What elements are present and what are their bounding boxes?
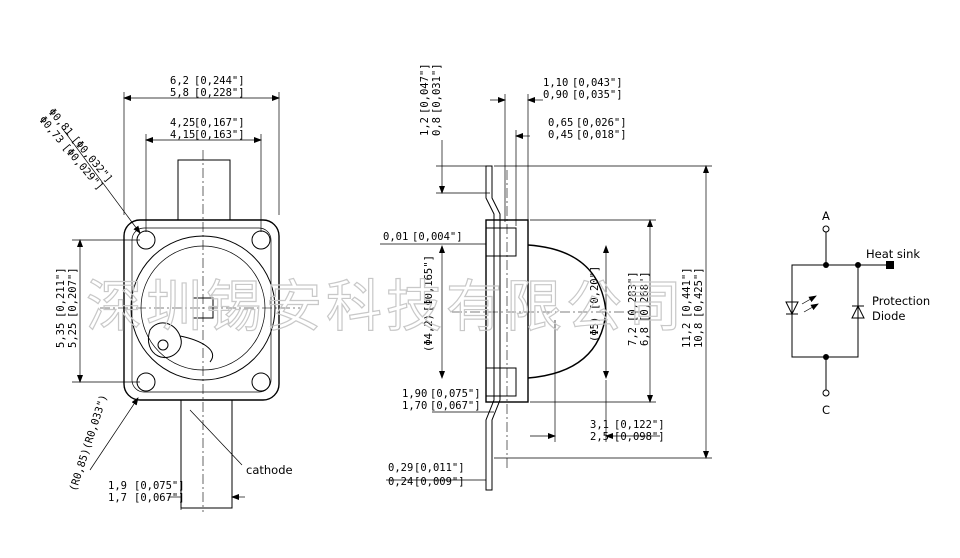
dim-text: 1,2: [419, 117, 431, 136]
dim-text: 10,8: [693, 323, 705, 348]
dim-text: [0,167"]: [194, 117, 245, 129]
side-top-tab: [485, 227, 517, 257]
dim-text: [Φ0,165"]: [423, 255, 435, 312]
dim-text: [0,018"]: [576, 129, 627, 141]
dim-text: 6,8: [639, 327, 651, 346]
dim-text: 0,01: [383, 231, 408, 243]
protection-label: Protection: [872, 294, 930, 308]
dim-text: 0,65: [548, 117, 573, 129]
side-lead-strip: [485, 165, 501, 491]
watermark-text: 深圳锡安科技有限公司: [86, 275, 686, 340]
dim-text: [0,047"]: [419, 63, 431, 114]
dim-text: 0,90: [543, 89, 568, 101]
dim-text: 1,90: [402, 388, 427, 400]
dim-text: [0,122"]: [614, 419, 665, 431]
dim-text: 0,8: [431, 117, 443, 136]
wire-bond: [147, 322, 182, 358]
dim-text: 1,70: [402, 400, 427, 412]
dim-text: [0,067"]: [134, 492, 185, 504]
dim-text: (Φ4,2): [423, 314, 435, 352]
schematic: A Heat sink Protection Diode C: [785, 209, 930, 417]
anode-label: A: [822, 209, 830, 223]
heat-sink-pad: [886, 261, 894, 269]
dim-text: 6,2: [170, 75, 189, 87]
dim-text: [0,075"]: [430, 388, 481, 400]
dim-text: [0,031"]: [431, 63, 443, 114]
node-top: [823, 262, 829, 268]
dim-text: [0,043"]: [572, 77, 623, 89]
dim-text: [0,067"]: [430, 400, 481, 412]
dim-text: [0,425"]: [693, 267, 705, 318]
dim-text: [0,211"]: [55, 267, 67, 318]
dim-text: [0,20"]: [589, 266, 601, 310]
dim-text: [0,098"]: [614, 431, 665, 443]
dim-text: [0,441"]: [681, 267, 693, 318]
protection-diode-symbol: [851, 304, 865, 319]
dim-text: [0,035"]: [572, 89, 623, 101]
dim-text: [0,075"]: [134, 480, 185, 492]
corner-hole-br: [251, 372, 271, 392]
anode-terminal: [822, 225, 830, 233]
dim-text: [0,268"]: [639, 271, 651, 322]
dim-text: 1,9: [108, 480, 127, 492]
dim-text: [0,207"]: [67, 267, 79, 318]
dim-text: 0,24: [388, 476, 413, 488]
emission-arrow: [801, 295, 817, 305]
dim-text: 1,10: [543, 77, 568, 89]
leader-hole-dia: [61, 127, 141, 234]
dim-text: [0,004"]: [412, 231, 463, 243]
cathode-terminal-label: C: [822, 403, 830, 417]
dim-text: [0,026"]: [576, 117, 627, 129]
front-body-inner: [131, 227, 272, 393]
bond-pad: [157, 339, 169, 351]
heat-sink-label: Heat sink: [866, 247, 920, 261]
dim-text: 3,1: [590, 419, 609, 431]
corner-hole-tr: [251, 230, 271, 250]
cathode-label: cathode: [246, 463, 293, 477]
dim-text: 4,25: [170, 117, 195, 129]
diode-label: Diode: [872, 309, 905, 323]
dim-text: (R0,85)(R0,033"): [67, 393, 110, 493]
dim-text: [0,228"]: [194, 87, 245, 99]
side-view: 1,2 [0,047"] 0,8 [0,031"] 1,10 [0,043"] …: [380, 63, 712, 491]
schematic-loop: [791, 264, 859, 358]
dim-text: 5,25: [67, 323, 79, 348]
bond-wire: [179, 335, 213, 363]
leader-radius: [89, 397, 139, 471]
dim-text: 1,7: [108, 492, 127, 504]
front-bottom-lead: [180, 400, 233, 509]
dim-text: 0,29: [388, 462, 413, 474]
dim-text: 11,2: [681, 323, 693, 348]
front-body-outline: [123, 219, 280, 401]
led-symbol: [785, 301, 799, 316]
dim-text: [0,244"]: [194, 75, 245, 87]
dim-text: 2,5: [590, 431, 609, 443]
dim-text: 5,8: [170, 87, 189, 99]
leader-cathode: [189, 409, 243, 466]
dim-text: (Φ5): [589, 317, 601, 342]
dim-text: [0,163"]: [194, 129, 245, 141]
dim-text: 0,45: [548, 129, 573, 141]
front-top-lead: [177, 159, 231, 220]
dim-text: 7,2: [627, 327, 639, 346]
dim-text: [0,011"]: [414, 462, 465, 474]
dim-text: [0,009"]: [414, 476, 465, 488]
dim-text: [0,283"]: [627, 271, 639, 322]
side-bottom-tab: [485, 367, 517, 397]
dim-text: 5,35: [55, 323, 67, 348]
cathode-terminal: [822, 389, 830, 397]
dim-text: 4,15: [170, 129, 195, 141]
